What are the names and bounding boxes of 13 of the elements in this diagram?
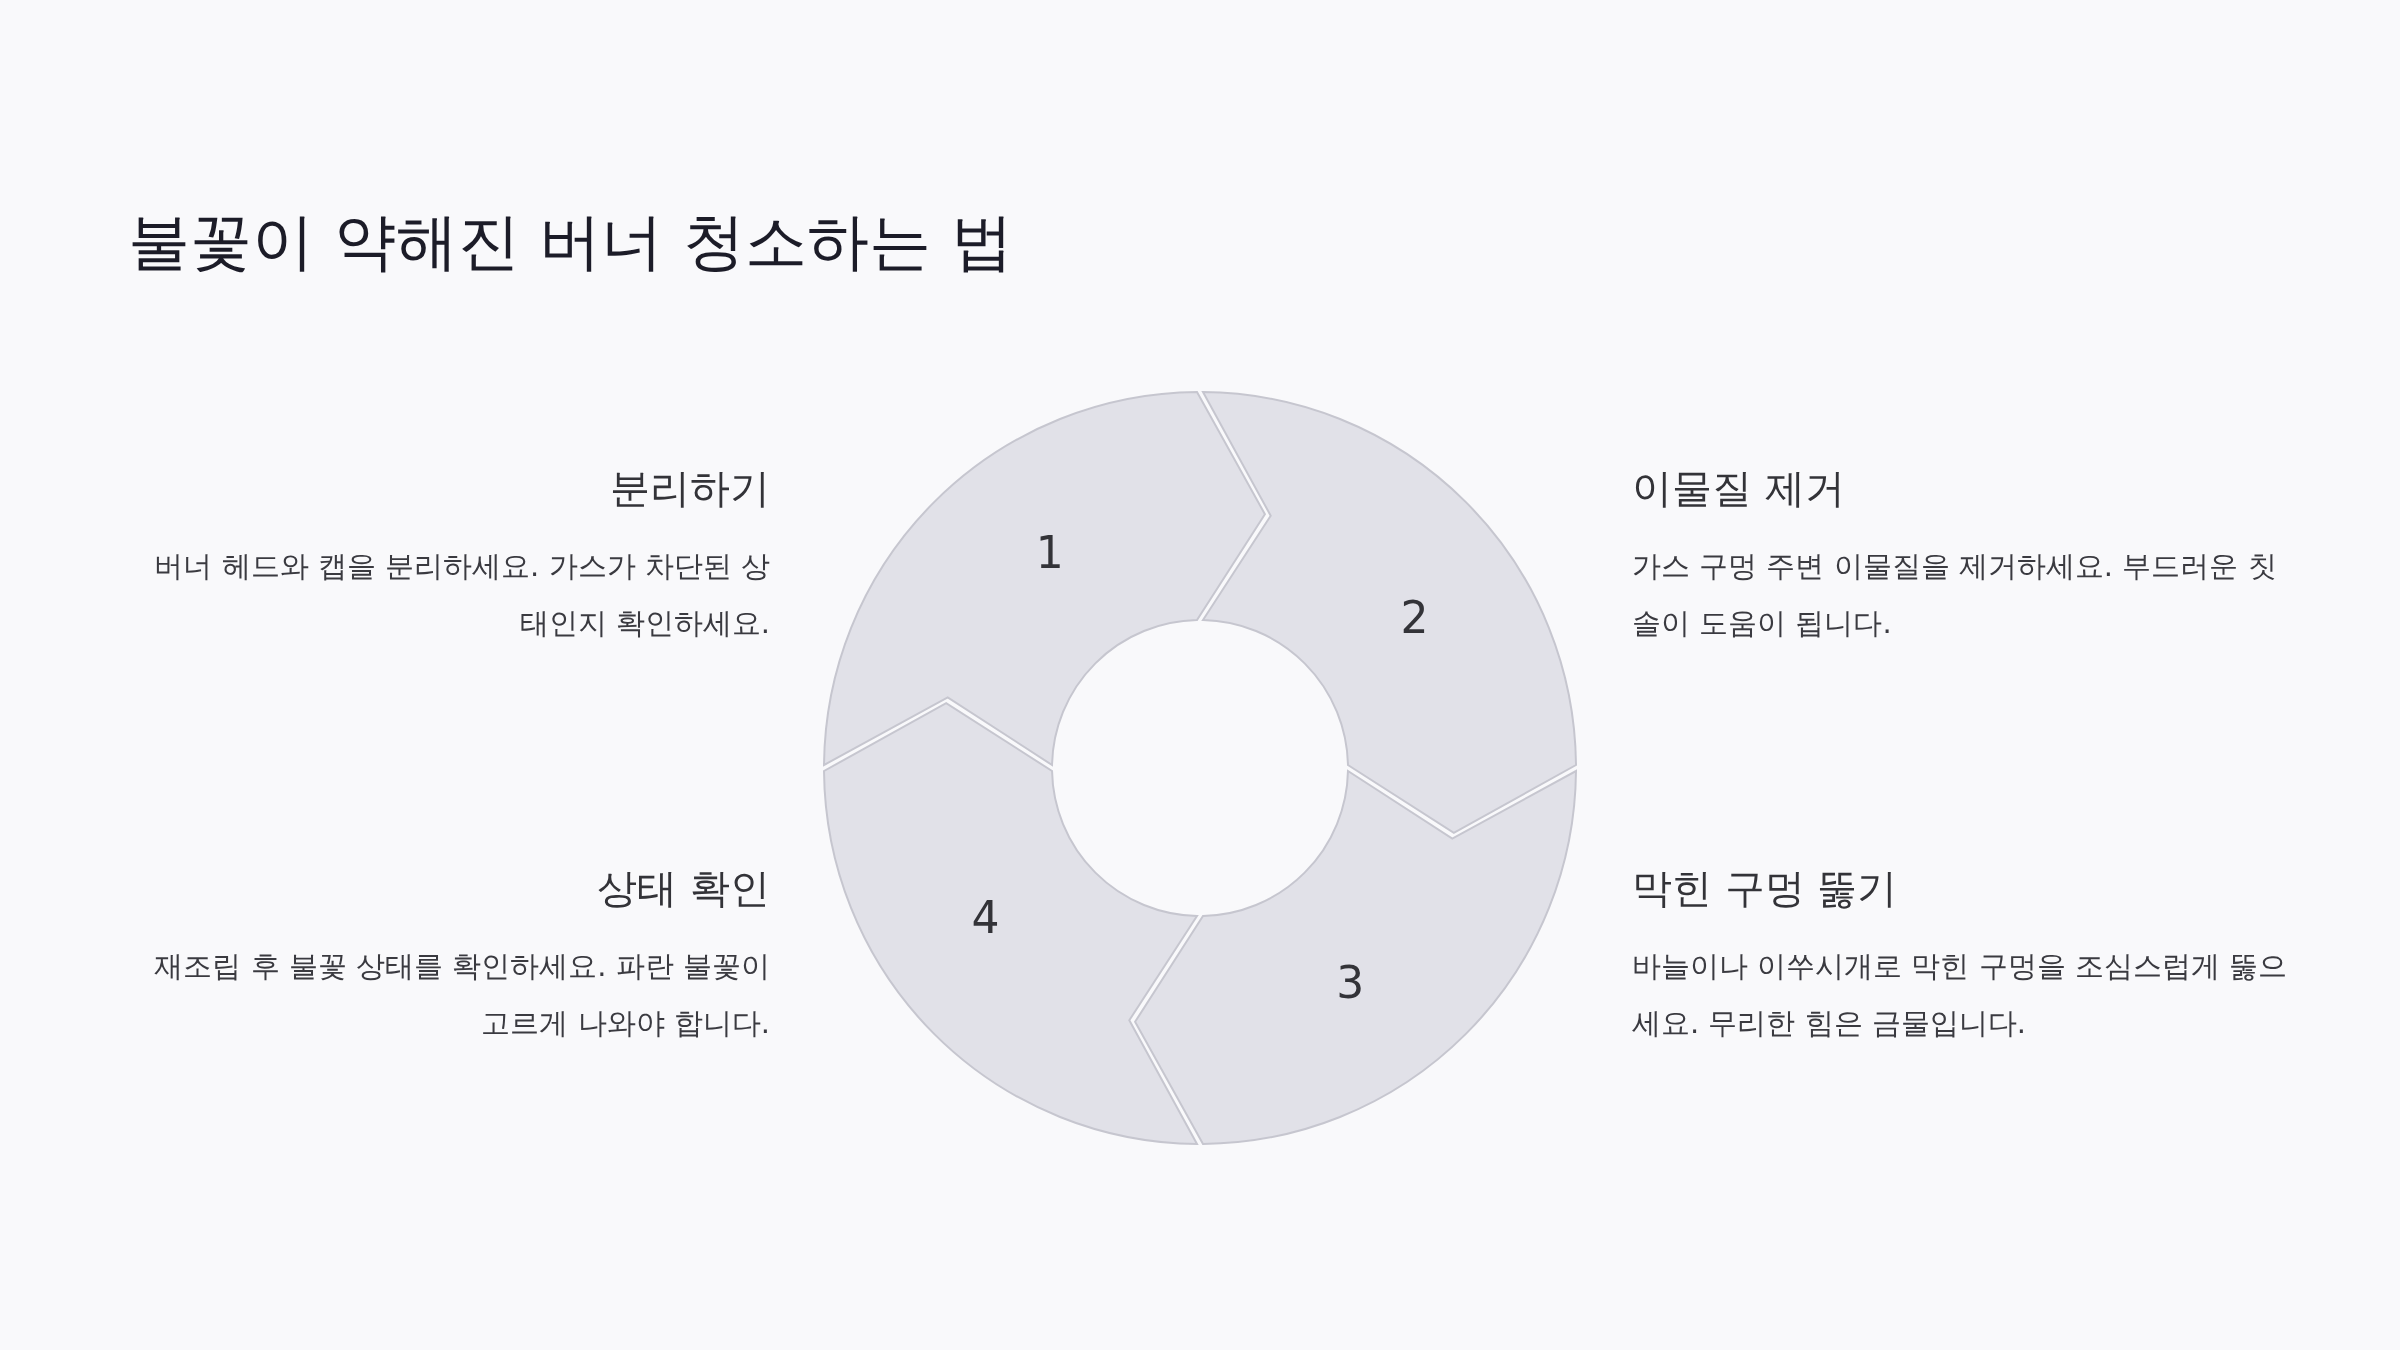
title: 불꽃이 약해진 버너 청소하는 법 (128, 204, 1013, 280)
step-heading: 상태 확인 (596, 864, 770, 913)
step-number: 4 (971, 896, 1000, 941)
step-heading: 막힌 구멍 뚫기 (1632, 864, 1899, 913)
step-description: 가스 구멍 주변 이물질을 제거하세요. 부드러운 칫솔이 도움이 됩니다. (1632, 548, 2278, 642)
step-description: 재조립 후 불꽃 상태를 확인하세요. 파란 불꽃이 고르게 나와야 합니다. (153, 948, 770, 1042)
step-number: 2 (1400, 595, 1429, 640)
step-heading: 이물질 제거 (1632, 464, 1846, 513)
step-number: 1 (1035, 531, 1064, 576)
step-description: 바늘이나 이쑤시개로 막힌 구멍을 조심스럽게 뚫으세요. 무리한 힘은 금물입니다. (1632, 948, 2289, 1042)
step-description: 버너 헤드와 캡을 분리하세요. 가스가 차단된 상태인지 확인하세요. (153, 548, 770, 642)
step-number: 3 (1336, 960, 1365, 1005)
step-heading: 분리하기 (609, 464, 770, 513)
